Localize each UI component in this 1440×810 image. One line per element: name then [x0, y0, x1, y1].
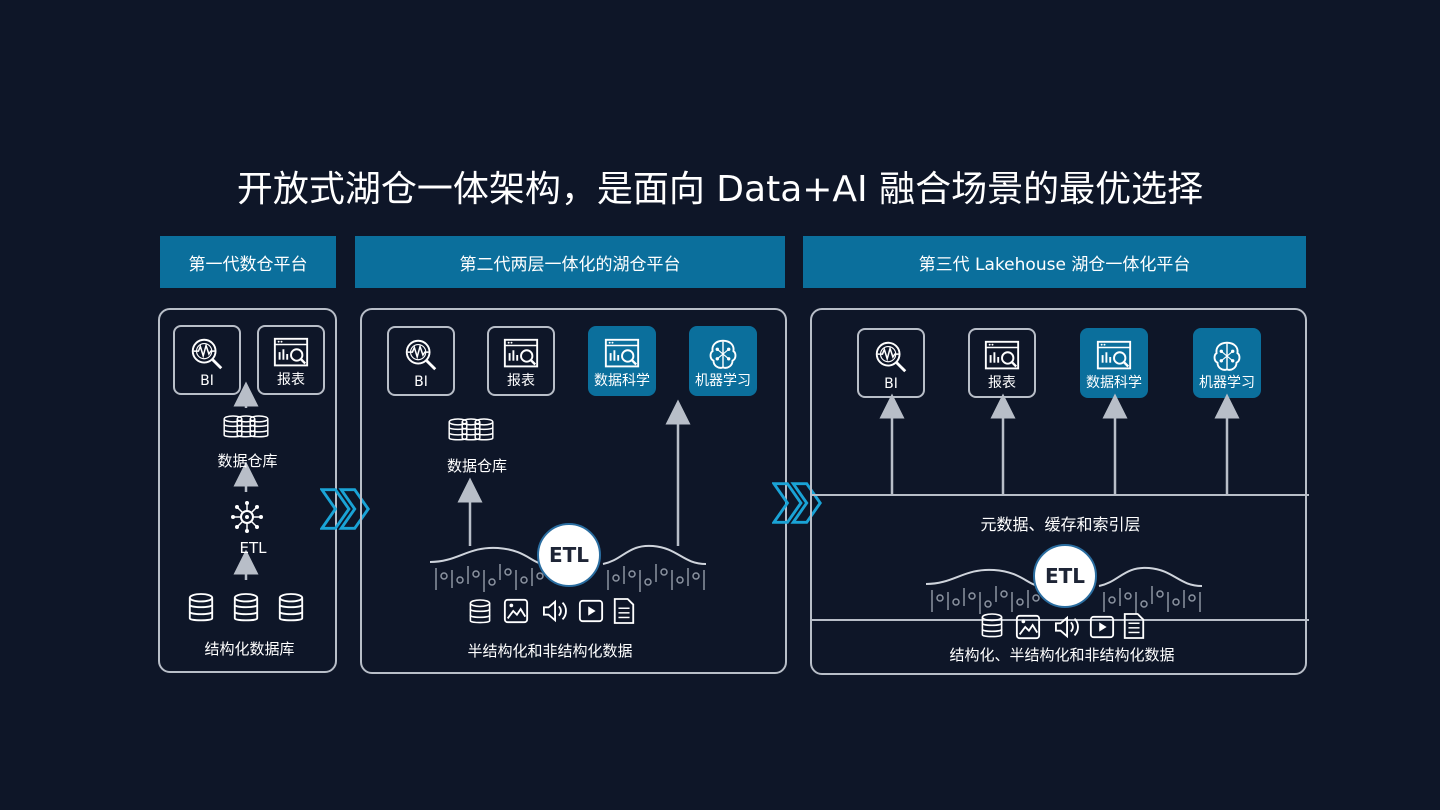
video-icon — [578, 598, 604, 624]
database-icon — [277, 592, 305, 624]
gen1-bi-tile[interactable]: BI — [173, 325, 241, 395]
gen2-data-science-label: 数据科学 — [594, 373, 650, 389]
gen2-bi-label: BI — [414, 374, 428, 390]
image-icon — [503, 598, 529, 624]
gen2-report-tile[interactable]: 报表 — [487, 326, 555, 396]
gen3-report-label: 报表 — [988, 375, 1016, 391]
gen1-panel: BI 报表 数据仓库 ETL 结构化数据库 — [158, 308, 337, 673]
gen1-flow-arrows — [233, 381, 259, 580]
gen3-meta-layer-label: 元数据、缓存和索引层 — [980, 515, 1141, 534]
gen2-report-label: 报表 — [507, 373, 535, 389]
document-icon — [612, 597, 636, 625]
gen2-etl-circle: ETL — [537, 523, 601, 587]
database-icon — [187, 592, 215, 624]
gen1-bi-label: BI — [200, 373, 214, 389]
audio-icon — [1053, 614, 1083, 640]
gen3-layer-lines — [812, 393, 1309, 621]
gen2-bi-tile[interactable]: BI — [387, 326, 455, 396]
warehouse-database-icon — [223, 415, 269, 438]
audio-icon — [541, 598, 571, 624]
warehouse-database-icon — [448, 418, 494, 441]
document-icon — [1122, 612, 1146, 640]
gen1-etl-label: ETL — [239, 539, 267, 557]
page-title: 开放式湖仓一体架构，是面向 Data+AI 融合场景的最优选择 — [236, 169, 1204, 210]
network-icon — [230, 500, 264, 534]
gen3-data-science-label: 数据科学 — [1086, 375, 1142, 391]
gen2-warehouse-label: 数据仓库 — [446, 457, 507, 475]
image-icon — [1015, 614, 1041, 640]
gen1-source-label: 结构化数据库 — [204, 640, 295, 658]
gen2-flow-arrows — [457, 399, 691, 546]
gen2-ml-tile[interactable]: 机器学习 — [689, 326, 757, 396]
gen2-source-label: 半结构化和非结构化数据 — [467, 642, 633, 660]
gen2-panel: BI 报表 数据科学 机器学习 数据仓库 ETL 半结构化和非结构化数据 — [360, 308, 787, 674]
gen3-source-label: 结构化、半结构化和非结构化数据 — [949, 646, 1175, 664]
database-icon — [232, 592, 260, 624]
gen2-ml-label: 机器学习 — [695, 373, 751, 389]
gen2-header: 第二代两层一体化的湖仓平台 — [355, 236, 785, 288]
database-icon — [468, 598, 492, 626]
gen1-header: 第一代数仓平台 — [160, 236, 336, 288]
video-icon — [1089, 614, 1115, 640]
gen3-etl-circle: ETL — [1033, 544, 1097, 608]
gen1-report-tile[interactable]: 报表 — [257, 325, 325, 395]
gen1-report-label: 报表 — [277, 372, 305, 388]
gen3-bi-label: BI — [884, 376, 898, 392]
gen3-header: 第三代 Lakehouse 湖仓一体化平台 — [803, 236, 1306, 288]
gen2-data-science-tile[interactable]: 数据科学 — [588, 326, 656, 396]
gen3-ml-label: 机器学习 — [1199, 375, 1255, 391]
database-icon — [980, 612, 1004, 640]
gen1-warehouse-label: 数据仓库 — [217, 452, 278, 470]
gen3-panel: BI 报表 数据科学 机器学习 元数据、缓存和索引层 ETL 结构化、半结构化和… — [810, 308, 1309, 675]
